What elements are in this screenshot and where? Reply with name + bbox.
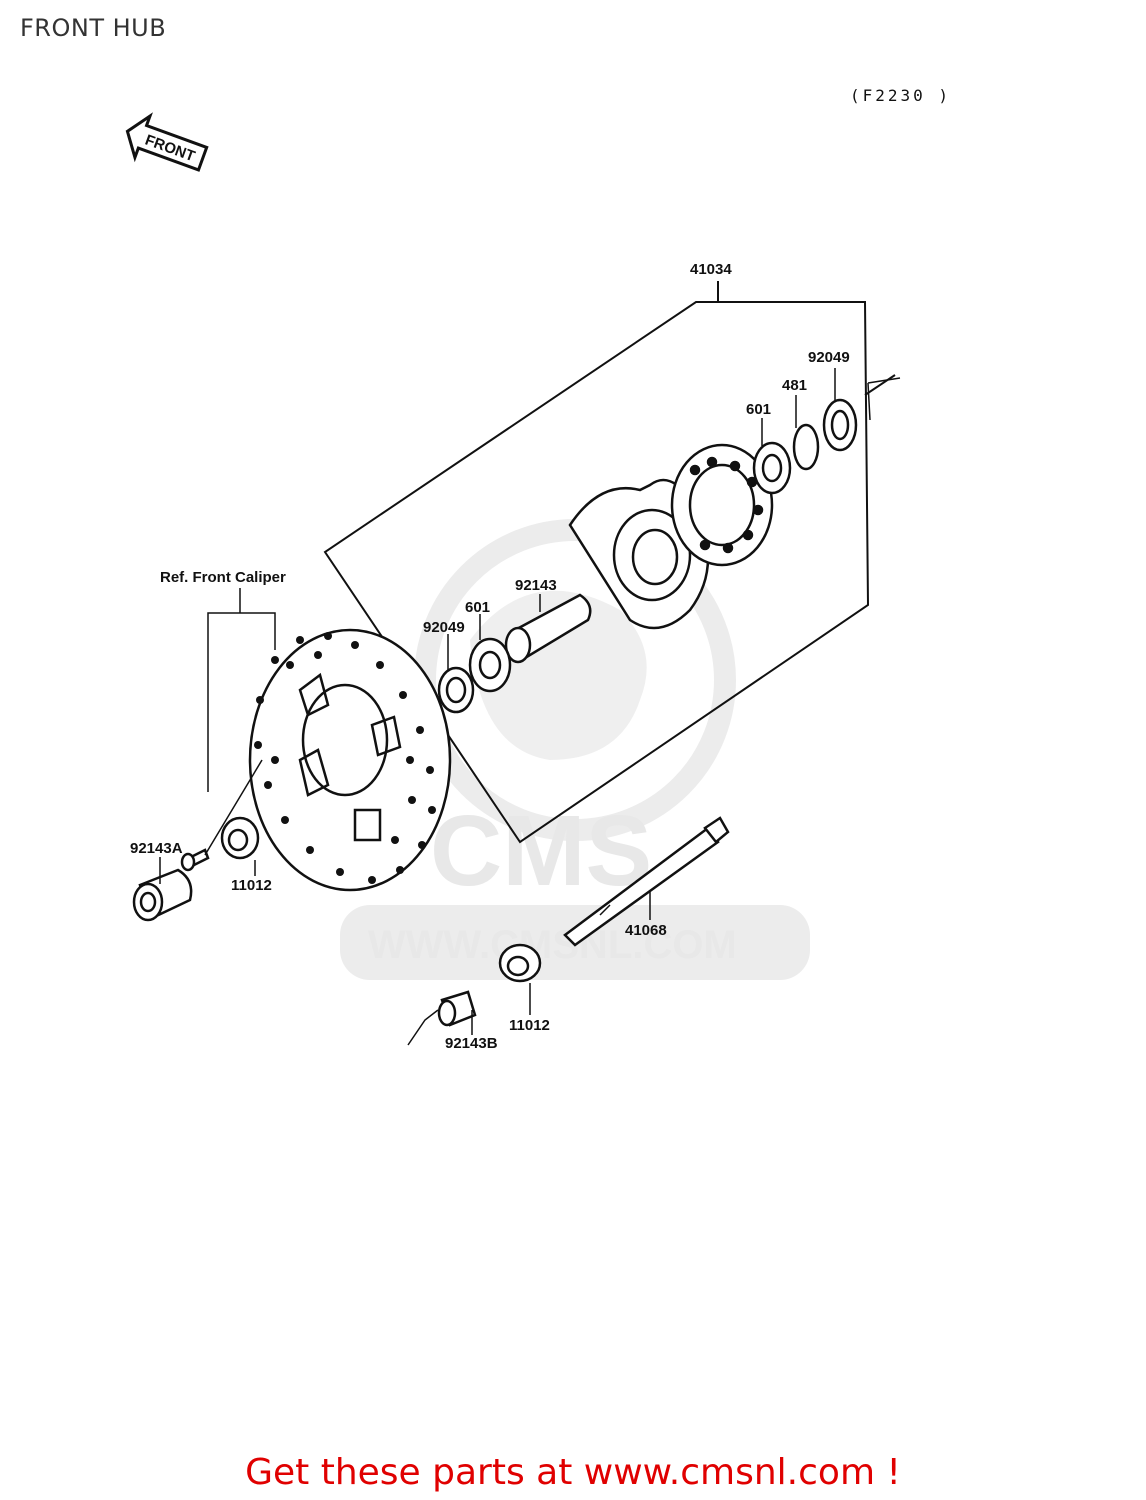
seal-92049-top: [822, 398, 858, 452]
front-arrow-icon: FRONT: [125, 112, 209, 172]
diagram-code: (F2230 ): [850, 86, 952, 105]
label-92143B: 92143B: [445, 1035, 498, 1052]
hub-body: [568, 443, 774, 630]
label-92049-top: 92049: [808, 349, 850, 366]
label-92143: 92143: [515, 577, 557, 594]
label-41034: 41034: [690, 261, 732, 278]
page-title: FRONT HUB: [20, 14, 167, 42]
spacer-92143: [504, 593, 592, 664]
brake-disc: [248, 628, 452, 892]
label-11012-bottom: 11012: [509, 1017, 550, 1034]
seal-11012-left: [220, 816, 260, 860]
label-41068: 41068: [625, 922, 667, 939]
disc-bolt: [180, 759, 263, 872]
label-481: 481: [782, 377, 807, 394]
bearing-601-mid: [468, 637, 512, 693]
circlip-481: [792, 423, 820, 471]
collar-92143A: [132, 868, 193, 922]
label-11012-left: 11012: [231, 877, 272, 894]
axle-41068: [563, 816, 730, 947]
label-601-mid: 601: [465, 599, 490, 616]
bearing-601-top: [752, 441, 792, 495]
promo-link[interactable]: Get these parts at www.cmsnl.com !: [245, 1452, 901, 1493]
label-601-top: 601: [746, 401, 771, 418]
seal-92049-mid: [437, 666, 475, 714]
leader-lines: [159, 368, 836, 1035]
collar-92143B: [407, 990, 477, 1046]
label-92143A: 92143A: [130, 840, 183, 857]
watermark-url: WWW.CMSNL.COM: [368, 923, 737, 967]
seal-11012-bottom: [498, 943, 542, 983]
watermark-brand: CMS: [430, 795, 652, 907]
label-92049-mid: 92049: [423, 619, 465, 636]
label-ref-front-caliper: Ref. Front Caliper: [160, 569, 286, 586]
